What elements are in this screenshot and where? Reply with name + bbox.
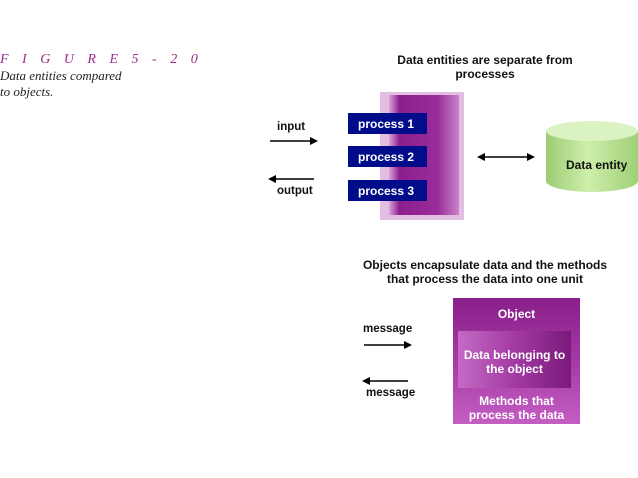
process-2-label: process 2 — [358, 149, 415, 164]
output-arrow — [268, 175, 314, 183]
message-in-arrow — [364, 341, 412, 349]
message-out-arrow — [362, 377, 408, 385]
top-heading: Data entities are separate from processe… — [380, 53, 590, 81]
object-methods-line-1: Methods that — [479, 394, 554, 408]
bottom-heading-line-2: that process the data into one unit — [386, 272, 583, 286]
caption-line-2: to objects. — [0, 84, 54, 99]
figure-caption: Data entities compared to objects. — [0, 68, 140, 100]
top-heading-line-2: processes — [455, 67, 515, 81]
bottom-heading: Objects encapsulate data and the methods… — [360, 258, 610, 286]
input-arrow — [270, 137, 318, 145]
output-label: output — [277, 185, 313, 197]
object-title: Object — [497, 307, 536, 321]
process-1-box: process 1 — [348, 113, 427, 134]
message-out-label: message — [366, 387, 416, 399]
bottom-heading-line-1: Objects encapsulate data and the methods — [362, 258, 608, 272]
object-methods-text: Methods that process the data — [453, 394, 580, 422]
object-data-text: Data belonging to the object — [458, 348, 571, 376]
input-label: input — [277, 121, 306, 133]
process-3-box: process 3 — [348, 180, 427, 201]
object-box — [453, 298, 580, 424]
message-in-label: message — [363, 323, 413, 335]
figure-number: F I G U R E 5 - 2 0 — [0, 52, 203, 67]
process-3-label: process 3 — [358, 183, 415, 198]
data-entity-cylinder — [546, 121, 638, 192]
object-data-line-2: the object — [486, 362, 543, 376]
double-arrow — [477, 153, 535, 161]
object-data-line-1: Data belonging to — [463, 348, 566, 362]
data-entity-label: Data entity — [566, 158, 628, 172]
process-1-label: process 1 — [358, 116, 415, 131]
top-heading-line-1: Data entities are separate from — [397, 53, 573, 67]
caption-line-1: Data entities compared — [0, 68, 122, 83]
process-2-box: process 2 — [348, 146, 427, 167]
object-methods-line-2: process the data — [468, 408, 565, 422]
